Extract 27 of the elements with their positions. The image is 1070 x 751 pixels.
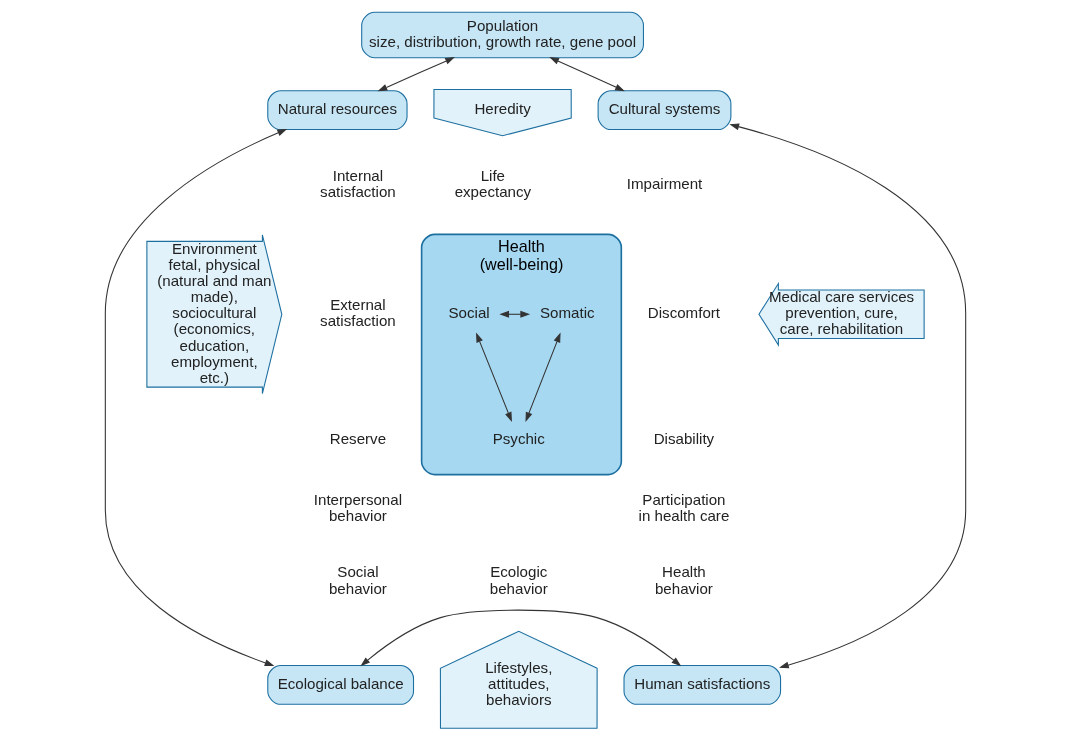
label: Participation in health care <box>638 491 729 525</box>
arrow <box>548 57 625 92</box>
label: Life expectancy <box>454 167 531 201</box>
label: Discomfort <box>647 304 720 322</box>
label: Health behavior <box>654 563 713 597</box>
node-box: Population size, distribution, growth rate, gene pool <box>360 11 644 59</box>
label: Ecologic behavior <box>489 563 548 597</box>
node-box: Cultural systems <box>597 90 731 131</box>
node-text: Social <box>448 304 490 322</box>
node-box: Ecological balance <box>266 664 414 705</box>
arrow <box>728 123 966 669</box>
arrow <box>475 332 512 422</box>
node-text: Psychic <box>492 430 545 448</box>
arrow <box>104 129 287 667</box>
label: Reserve <box>329 430 386 448</box>
arrow <box>524 332 561 422</box>
node-box: Human satisfactions <box>623 664 781 705</box>
label: External satisfaction <box>319 296 396 330</box>
node-text: Somatic <box>539 304 595 322</box>
label: Social behavior <box>328 563 387 597</box>
label: Internal satisfaction <box>319 167 396 201</box>
node-box: Natural resources <box>266 90 408 131</box>
label: Interpersonal behavior <box>313 491 402 525</box>
arrow <box>377 57 455 92</box>
label: Impairment <box>626 175 702 193</box>
arrow <box>359 609 681 667</box>
label: Disability <box>653 430 714 448</box>
